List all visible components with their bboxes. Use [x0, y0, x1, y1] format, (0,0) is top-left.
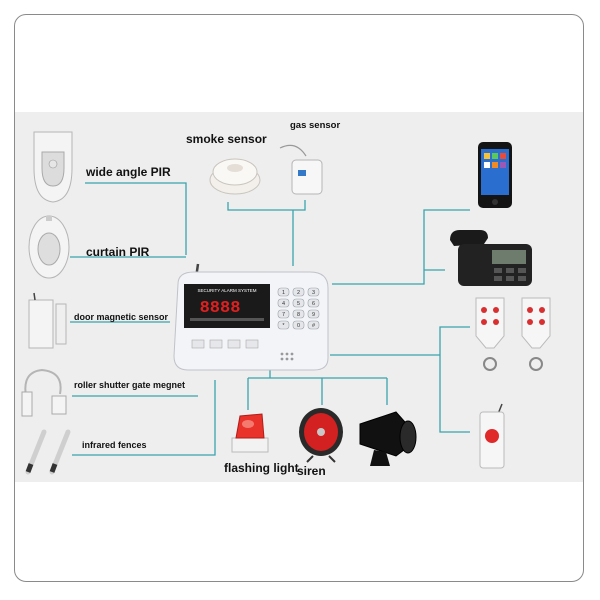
label-curtain-pir: curtain PIR	[86, 245, 150, 259]
keypad-key	[277, 287, 290, 297]
keypad-key	[307, 320, 320, 330]
siren-icon	[299, 408, 343, 463]
keypad-key-label: 2	[297, 290, 300, 296]
remote-control-icon	[521, 297, 551, 371]
label-wide-angle-pir: wide angle PIR	[86, 165, 171, 179]
keypad-key-label: #	[312, 323, 316, 329]
remote-control-icon	[475, 297, 505, 371]
keypad-key-label: 9	[312, 312, 315, 318]
label-smoke-sensor: smoke sensor	[186, 132, 267, 146]
panel-title: SECURITY ALARM SYSTEM	[198, 288, 257, 293]
keypad-key	[277, 320, 290, 330]
label-infrared-fences: infrared fences	[82, 440, 147, 450]
infrared-fence-icon	[25, 429, 71, 475]
roller-shutter-magnet-icon	[21, 368, 67, 417]
keypad-key	[307, 298, 320, 308]
smoke-sensor-icon	[209, 158, 261, 195]
wire-right-top	[332, 209, 470, 285]
wire-infrared-fences	[72, 380, 216, 456]
keypad-key	[307, 287, 320, 297]
mobile-phone-icon	[478, 142, 512, 208]
keypad-key-label: 1	[282, 290, 285, 296]
keypad-key-label: *	[282, 323, 285, 329]
curtain-pir-icon	[28, 215, 70, 279]
keypad-key-label: 0	[297, 323, 300, 329]
door-magnetic-sensor-icon	[28, 292, 67, 349]
keypad-key	[277, 309, 290, 319]
keypad-key-label: 3	[312, 290, 315, 296]
keypad-key	[292, 320, 305, 330]
wire-outputs	[247, 365, 388, 410]
keypad-key-label: 4	[282, 301, 285, 307]
label-siren: siren	[297, 464, 326, 478]
keypad-key-label: 6	[312, 301, 315, 307]
wire-wide-angle-pir	[85, 182, 187, 255]
keypad-key-label: 8	[297, 312, 300, 318]
keypad-key	[277, 298, 290, 308]
keypad-key	[292, 298, 305, 308]
panel-display: 8888	[200, 299, 241, 318]
landline-phone-icon	[450, 230, 532, 286]
wire-smoke-gas	[227, 200, 306, 266]
keypad-key	[307, 309, 320, 319]
wire-right-bottom	[330, 326, 470, 433]
keypad-key-label: 5	[297, 301, 300, 307]
alarm-control-panel: SECURITY ALARM SYSTEM 8888 1 2 3 4 5 6 7 8 9 * 0 #	[173, 263, 329, 371]
gas-sensor-icon	[279, 144, 323, 195]
flashing-light-icon	[231, 413, 269, 453]
keypad-key-label: 7	[282, 312, 285, 318]
wide-angle-pir-icon	[33, 131, 73, 203]
horn-speaker-icon	[359, 411, 417, 466]
label-flashing-light: flashing light	[224, 461, 299, 475]
label-roller-shutter: roller shutter gate megnet	[74, 380, 186, 390]
keypad-key	[292, 287, 305, 297]
label-door-magnetic-sensor: door magnetic sensor	[74, 312, 169, 322]
keypad-key	[292, 309, 305, 319]
label-gas-sensor: gas sensor	[290, 120, 341, 131]
panic-button-icon	[479, 403, 505, 469]
